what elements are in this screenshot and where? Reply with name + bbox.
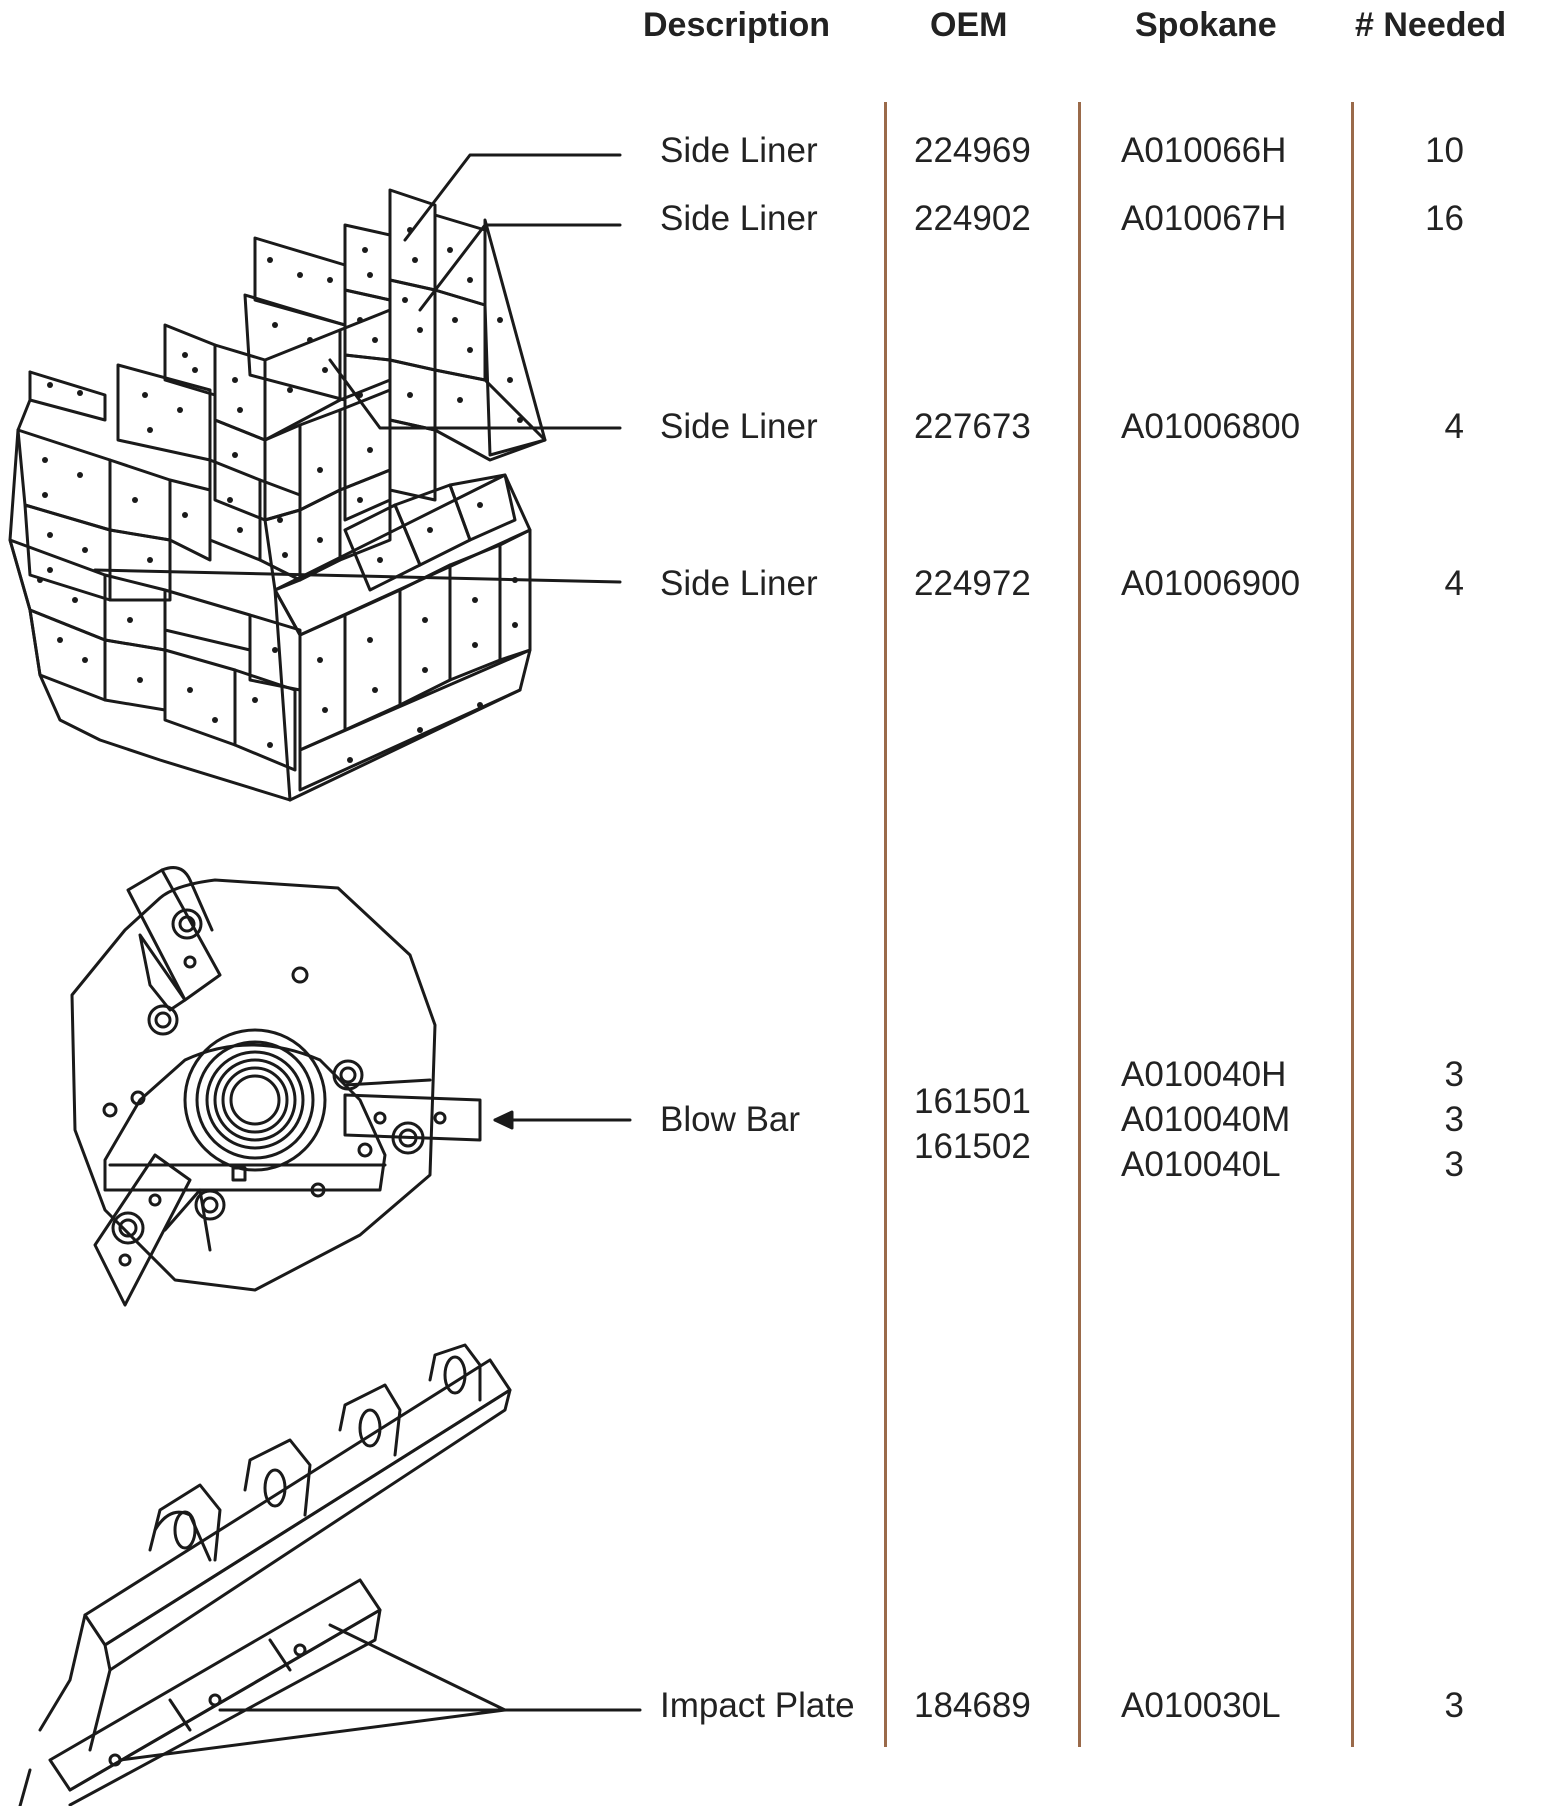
row-needed: 4 [1444, 407, 1464, 446]
header-description: Description [643, 6, 831, 44]
header-needed: # Needed [1355, 6, 1507, 44]
row-spokane: A010040M [1121, 1100, 1291, 1139]
row-oem: 224972 [914, 564, 1031, 603]
row-spokane: A010040H [1121, 1055, 1287, 1094]
row-oem: 224902 [914, 199, 1031, 238]
row-needed: 3 [1444, 1100, 1464, 1139]
row-needed: 3 [1444, 1145, 1464, 1184]
row-oem: 184689 [914, 1686, 1031, 1725]
row-description: Side Liner [660, 131, 818, 170]
side-liner-assembly-drawing [8, 153, 622, 802]
row-oem: 227673 [914, 407, 1031, 446]
row-oem: 161502 [914, 1127, 1031, 1166]
row-description: Side Liner [660, 407, 818, 446]
row-spokane: A010040L [1121, 1145, 1281, 1184]
row-description: Side Liner [660, 564, 818, 603]
row-spokane: A010030L [1121, 1686, 1281, 1725]
row-needed: 3 [1444, 1055, 1464, 1094]
row-description: Impact Plate [660, 1686, 855, 1725]
row-spokane: A010067H [1121, 199, 1287, 238]
header-oem: OEM [930, 6, 1008, 44]
header-spokane: Spokane [1135, 6, 1277, 44]
row-description: Side Liner [660, 199, 818, 238]
row-needed: 4 [1444, 564, 1464, 603]
rotor-blow-bar-drawing [70, 866, 632, 1307]
row-spokane: A01006800 [1121, 407, 1301, 446]
row-needed: 3 [1444, 1686, 1464, 1725]
column-divider-3 [1351, 102, 1354, 1747]
row-needed: 10 [1425, 131, 1464, 170]
column-divider-1 [884, 102, 887, 1747]
row-spokane: A01006900 [1121, 564, 1301, 603]
row-oem: 161501 [914, 1082, 1031, 1121]
column-divider-2 [1078, 102, 1081, 1747]
row-spokane: A010066H [1121, 131, 1287, 170]
row-description: Blow Bar [660, 1100, 801, 1139]
row-needed: 16 [1425, 199, 1464, 238]
impact-plate-apron-drawing [18, 1343, 642, 1806]
row-oem: 224969 [914, 131, 1031, 170]
